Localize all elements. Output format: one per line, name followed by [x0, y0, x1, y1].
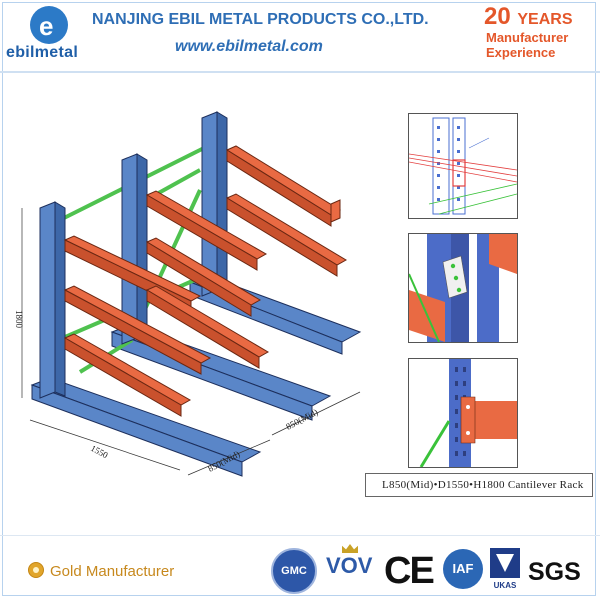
detail-bottom-drawing: [419, 359, 517, 467]
years-badge: 20 YEARS: [484, 4, 573, 33]
detail-top-drawing: [409, 117, 517, 215]
experience-label: Experience: [486, 45, 556, 60]
header-divider: [0, 71, 600, 73]
detail-view-top: [408, 113, 518, 219]
company-logo-icon: e: [30, 6, 68, 44]
ukas-label: UKAS: [494, 581, 517, 590]
iaf-cert-icon: IAF: [443, 549, 483, 589]
years-word: YEARS: [517, 11, 573, 28]
detail-middle-drawing: [409, 234, 517, 342]
logo-text: ebilmetal: [6, 44, 79, 61]
vov-cert-icon: VOV: [326, 553, 373, 578]
detail-view-bottom: [408, 358, 518, 468]
manufacturer-label: Manufacturer: [486, 30, 569, 45]
website-link[interactable]: www.ebilmetal.com: [175, 38, 323, 55]
sgs-cert-icon: SGS: [528, 558, 581, 586]
ukas-cert-icon: UKAS: [490, 548, 520, 590]
years-number: 20: [484, 3, 511, 30]
cantilever-rack-drawing: 1800 1550 850(Mid) 850(Mid): [14, 111, 362, 477]
product-caption: L850(Mid)•D1550•H1800 Cantilever Rack: [382, 479, 584, 491]
company-name: NANJING EBIL METAL PRODUCTS CO.,LTD.: [92, 11, 429, 28]
gmc-cert-icon: GMC: [271, 548, 317, 594]
ce-cert-icon: CE: [384, 550, 435, 592]
footer-divider: [0, 535, 600, 536]
dimension-lines: [21, 208, 361, 476]
gold-manufacturer-label: Gold Manufacturer: [50, 563, 175, 580]
rack-columns: [39, 111, 228, 399]
detail-view-middle: [408, 233, 518, 343]
caption-box: [365, 473, 593, 497]
dim-height-label: 1800: [14, 310, 24, 329]
vov-crown-icon: [342, 544, 358, 553]
rack-arms: [63, 145, 347, 417]
gold-medal-icon: [28, 562, 44, 578]
header: e ebilmetal NANJING EBIL METAL PRODUCTS …: [0, 0, 600, 73]
